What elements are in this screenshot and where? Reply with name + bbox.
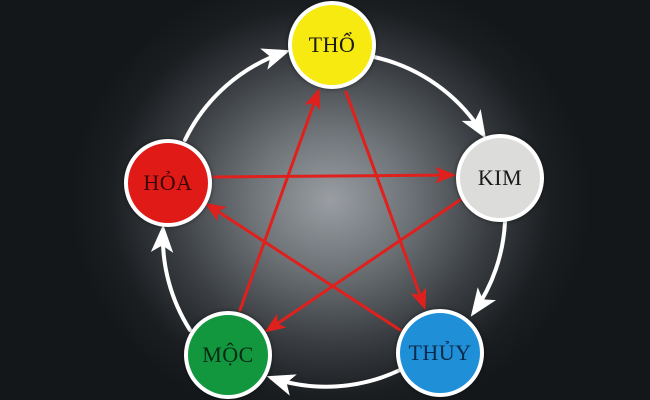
arrow-hoa-to-tho — [183, 48, 291, 142]
node-kim: KIM — [456, 134, 544, 222]
node-label-tho: THỔ — [308, 32, 356, 57]
arrow-kim-to-thuy — [470, 220, 507, 317]
arrow-moc-to-hoa — [150, 224, 192, 332]
generating-cycle — [150, 48, 507, 396]
arrow-hoa-to-kim — [212, 166, 457, 184]
arrow-tho-to-kim — [372, 55, 486, 139]
node-label-moc: MỘC — [202, 342, 254, 367]
node-label-thuy: THỦY — [408, 340, 472, 365]
controlling-cycle — [204, 88, 462, 333]
arrow-thuy-to-moc — [266, 368, 402, 396]
node-tho: THỔ — [288, 1, 376, 89]
arrow-kim-to-moc — [264, 198, 462, 333]
arrow-thuy-to-hoa — [204, 202, 402, 332]
node-moc: MỘC — [184, 311, 272, 399]
node-thuy: THỦY — [396, 309, 484, 397]
node-hoa: HỎA — [124, 139, 212, 227]
arrow-moc-to-tho — [238, 88, 321, 312]
node-label-kim: KIM — [477, 165, 523, 190]
arrow-tho-to-thuy — [344, 90, 427, 310]
node-label-hoa: HỎA — [143, 170, 193, 195]
